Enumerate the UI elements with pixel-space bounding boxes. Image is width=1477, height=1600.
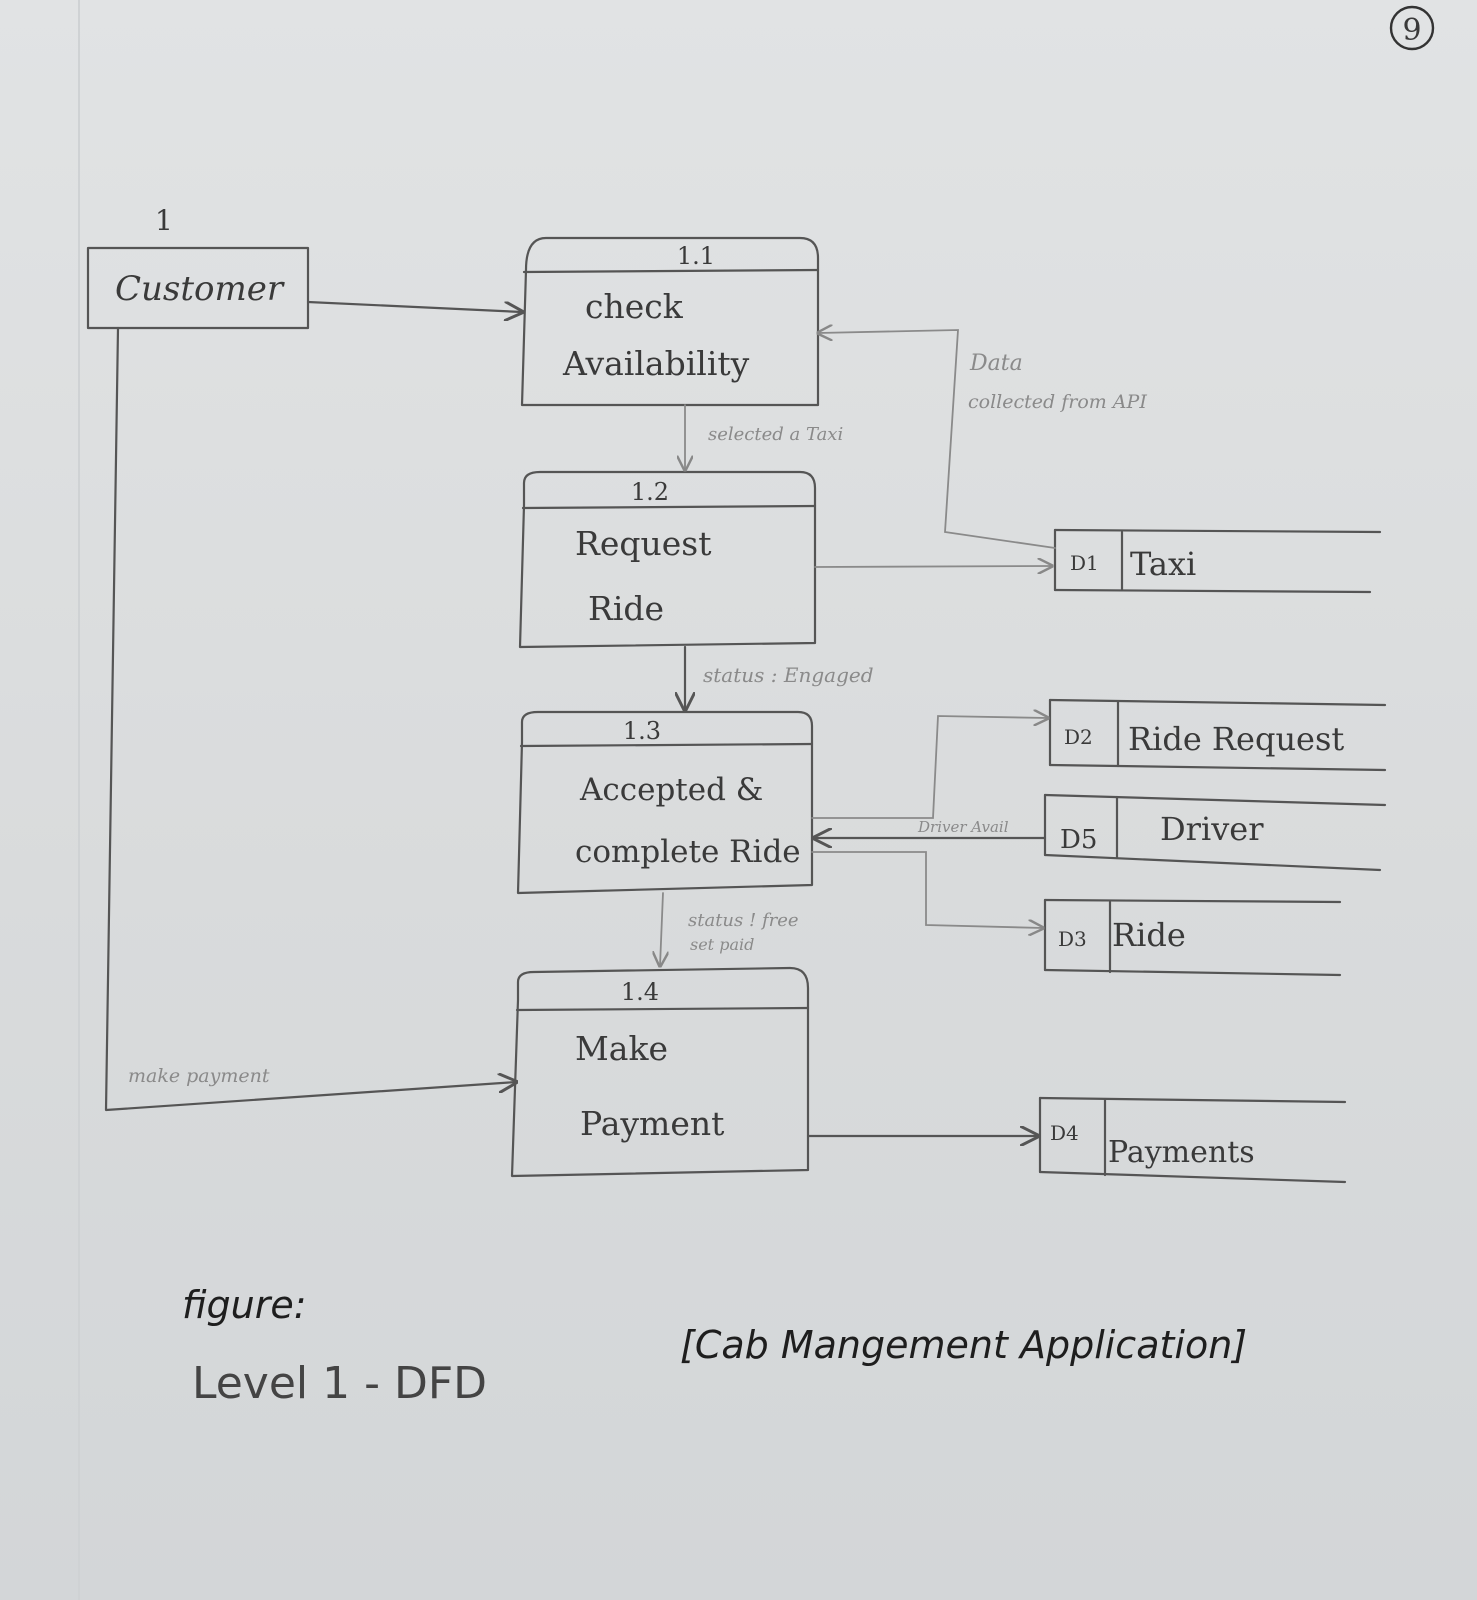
process-label-2: Payment bbox=[580, 1104, 724, 1143]
store-id: D5 bbox=[1060, 825, 1097, 855]
flow-1-2-to-1-3: status : Engaged bbox=[685, 645, 874, 710]
process-label-1: check bbox=[585, 287, 684, 326]
store-id: D1 bbox=[1070, 551, 1099, 575]
flow-1-2-to-taxi bbox=[814, 566, 1052, 567]
flow-label: Driver Avail bbox=[917, 818, 1009, 836]
process-id: 1.4 bbox=[621, 978, 659, 1006]
data-store-d1-taxi: D1 Taxi bbox=[1053, 528, 1382, 594]
caption-level: Level 1 - DFD bbox=[192, 1358, 487, 1409]
process-label-1: Accepted & bbox=[579, 772, 763, 808]
data-store-d3-ride: D3 Ride bbox=[1043, 898, 1342, 977]
process-label-2: Ride bbox=[588, 589, 664, 628]
flow-label: make payment bbox=[128, 1065, 270, 1087]
store-label: Taxi bbox=[1130, 545, 1196, 583]
store-id: D3 bbox=[1058, 927, 1087, 951]
margin-line bbox=[78, 0, 80, 1600]
data-store-d5-driver: D5 Driver bbox=[1043, 793, 1387, 872]
entity-label: Customer bbox=[115, 269, 285, 309]
caption-figure: figure: bbox=[182, 1283, 307, 1327]
flow-customer-to-1-4: make payment bbox=[104, 326, 516, 1112]
svg-text:9: 9 bbox=[1402, 13, 1421, 48]
flow-driver-to-1-3: Driver Avail bbox=[814, 818, 1047, 838]
flow-label: collected from API bbox=[968, 391, 1147, 413]
data-store-d4-payments: D4 Payments bbox=[1038, 1096, 1347, 1184]
process-id: 1.3 bbox=[623, 717, 661, 745]
process-label-1: Request bbox=[575, 524, 711, 563]
data-store-d2-ride-request: D2 Ride Request bbox=[1048, 698, 1387, 772]
flow-customer-to-1-1 bbox=[306, 300, 522, 312]
store-label: Payments bbox=[1108, 1135, 1255, 1170]
page-number: 9 bbox=[1389, 5, 1435, 51]
flow-1-3-to-1-4: status ! free set paid bbox=[660, 892, 799, 966]
flow-1-3-to-ride-request bbox=[811, 716, 1048, 819]
flow-label: selected a Taxi bbox=[708, 424, 843, 445]
store-id: D4 bbox=[1050, 1121, 1079, 1145]
flow-1-3-to-ride bbox=[811, 851, 1043, 928]
flow-1-1-to-1-2: selected a Taxi bbox=[685, 404, 843, 470]
flow-label: Data bbox=[969, 351, 1023, 376]
process-label-1: Make bbox=[575, 1029, 668, 1068]
caption-title: [Cab Mangement Application] bbox=[680, 1323, 1247, 1367]
process-id: 1.1 bbox=[677, 242, 715, 270]
store-label: Driver bbox=[1160, 810, 1264, 848]
process-label-2: Availability bbox=[562, 344, 750, 383]
entity-id: 1 bbox=[155, 204, 173, 237]
flow-label: set paid bbox=[690, 935, 754, 954]
process-id: 1.2 bbox=[631, 478, 669, 506]
process-1-2: 1.2 Request Ride bbox=[518, 470, 817, 649]
flow-label: status ! free bbox=[688, 910, 799, 931]
figure-caption: figure: Level 1 - DFD [Cab Mangement App… bbox=[182, 1283, 1247, 1409]
flow-taxi-data-to-1-1: Data collected from API bbox=[818, 330, 1147, 549]
store-label: Ride Request bbox=[1128, 720, 1344, 758]
external-entity-customer: 1 Customer bbox=[86, 204, 310, 330]
flow-label: status : Engaged bbox=[703, 663, 874, 687]
process-1-1: 1.1 check Availability bbox=[520, 236, 820, 407]
store-id: D2 bbox=[1064, 725, 1093, 749]
process-1-3: 1.3 Accepted & complete Ride bbox=[516, 710, 814, 895]
store-label: Ride bbox=[1112, 916, 1186, 954]
process-label-2: complete Ride bbox=[575, 834, 801, 870]
process-1-4: 1.4 Make Payment bbox=[510, 966, 810, 1178]
